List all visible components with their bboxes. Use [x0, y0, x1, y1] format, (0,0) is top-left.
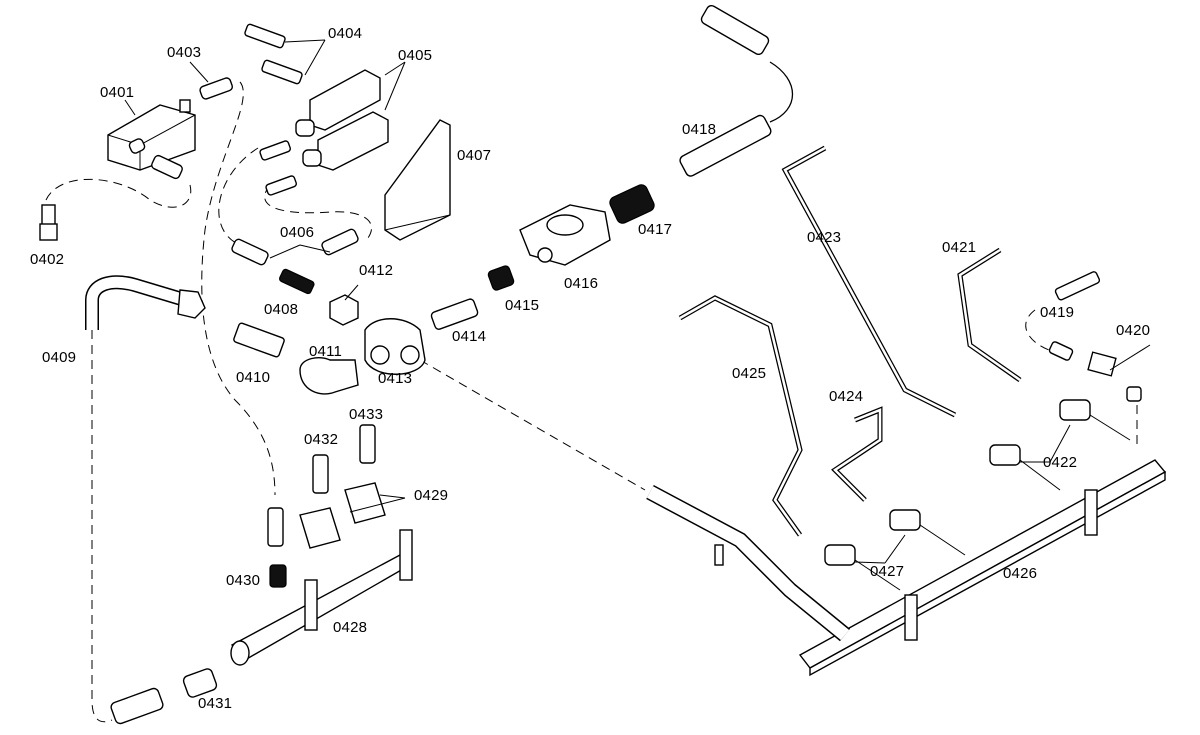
label-0425: 0425	[732, 365, 767, 382]
part-0429-inlet	[267, 507, 284, 547]
part-0405-valves	[295, 69, 389, 171]
label-0415: 0415	[505, 297, 540, 314]
part-0414-nipple	[430, 298, 479, 330]
label-0424: 0424	[829, 388, 864, 405]
label-0413: 0413	[378, 370, 413, 387]
part-0401-regulator	[107, 99, 196, 171]
label-0401: 0401	[100, 84, 135, 101]
part-0420-valve	[1087, 351, 1142, 402]
label-0433: 0433	[349, 406, 384, 423]
part-0427-taps	[824, 509, 966, 591]
leader-lines	[124, 39, 1151, 564]
label-0422: 0422	[1043, 454, 1078, 471]
label-0418: 0418	[682, 121, 717, 138]
part-0425-pipe-inner	[679, 296, 802, 536]
part-0429-valves	[299, 482, 386, 549]
part-0408-tee	[279, 268, 315, 295]
label-0432: 0432	[304, 431, 339, 448]
part-0410-nipple	[233, 322, 285, 358]
hose-line-0413-0426	[419, 359, 646, 491]
hose-line-0403	[201, 81, 276, 496]
part-0423-pipe	[781, 145, 957, 418]
part-0418-inlet	[679, 4, 772, 177]
label-0402: 0402	[30, 251, 65, 268]
part-0425-pipe	[678, 295, 803, 537]
label-0406: 0406	[280, 224, 315, 241]
part-0423-pipe-inner	[783, 146, 956, 417]
part-0402-fitting	[39, 204, 58, 241]
part-0411-elbow	[299, 357, 359, 395]
part-0433-fitting	[359, 424, 376, 464]
label-0416: 0416	[564, 275, 599, 292]
label-0407: 0407	[457, 147, 492, 164]
part-0406-fittings	[231, 228, 359, 266]
part-0407-bracket	[384, 119, 451, 241]
label-0420: 0420	[1116, 322, 1151, 339]
hose-line-0409	[91, 330, 113, 723]
part-0419-fitting	[1048, 271, 1101, 361]
part-0412-plug	[329, 294, 359, 326]
label-0412: 0412	[359, 262, 394, 279]
label-0404: 0404	[328, 25, 363, 42]
label-0403: 0403	[167, 44, 202, 61]
label-0417: 0417	[638, 221, 673, 238]
label-0421: 0421	[942, 239, 977, 256]
label-0419: 0419	[1040, 304, 1075, 321]
part-0430-nipple	[269, 564, 287, 588]
label-0431: 0431	[198, 695, 233, 712]
part-0413-cross	[364, 318, 426, 375]
label-0410: 0410	[236, 369, 271, 386]
part-0431-union	[110, 668, 218, 725]
label-0414: 0414	[452, 328, 487, 345]
label-0430: 0430	[226, 572, 261, 589]
hose-line-0402	[45, 178, 192, 208]
label-0428: 0428	[333, 619, 368, 636]
label-0409: 0409	[42, 349, 77, 366]
label-0426: 0426	[1003, 565, 1038, 582]
part-0426-manifold	[646, 459, 1167, 677]
label-0411: 0411	[309, 343, 343, 360]
part-0432-fitting	[312, 454, 329, 494]
part-0404-screws	[244, 23, 303, 85]
hose-line-0418	[769, 61, 794, 123]
part-0421-pipe-inner	[958, 248, 1021, 382]
part-0416-governor	[519, 204, 611, 266]
part-0422-taps	[989, 399, 1131, 491]
label-0405: 0405	[398, 47, 433, 64]
label-0423: 0423	[807, 229, 842, 246]
part-0403-fitting	[199, 77, 234, 100]
part-0409-flex-hose	[85, 275, 206, 330]
label-0408: 0408	[264, 301, 299, 318]
label-0429: 0429	[414, 487, 449, 504]
hose-line-0419	[1025, 309, 1056, 353]
part-0401-nozzle	[151, 154, 183, 180]
label-0427: 0427	[870, 563, 905, 580]
hose-line-0406	[218, 147, 259, 246]
part-0405-connectors	[259, 140, 298, 196]
part-0424-pipe-inner	[833, 408, 882, 501]
part-0415-bush	[487, 265, 515, 291]
part-0428-manifold	[230, 529, 413, 666]
hose-line-0406b	[264, 184, 372, 239]
part-0417-union	[609, 184, 655, 224]
